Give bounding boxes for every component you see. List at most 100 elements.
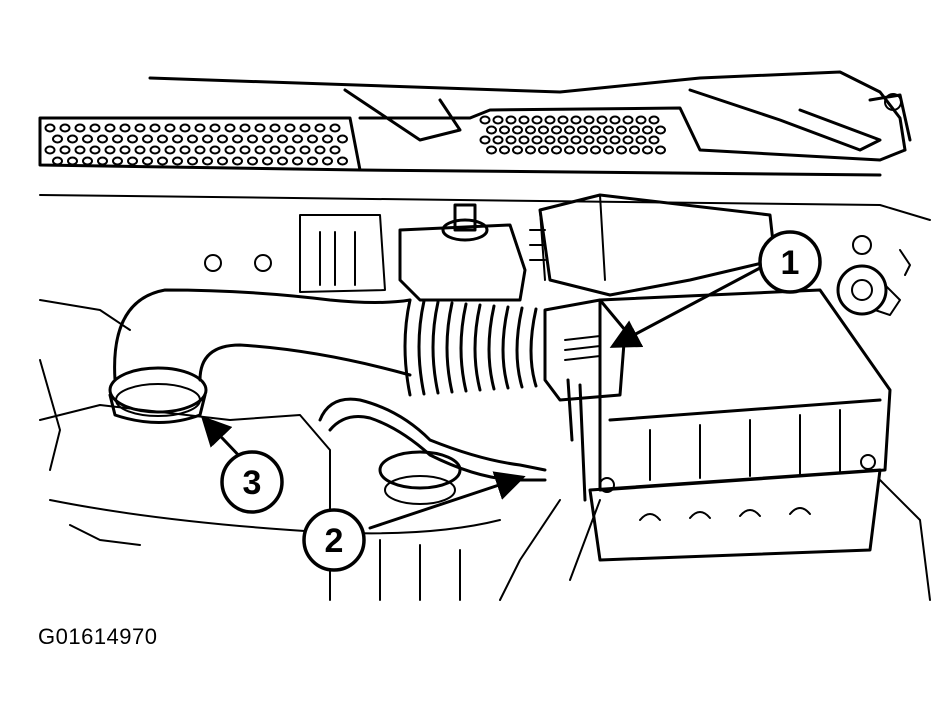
vent-hole <box>622 115 634 125</box>
vent-hole <box>538 125 549 135</box>
bellows-rib <box>403 298 412 397</box>
callout-leaders <box>200 266 762 530</box>
vent-hole <box>232 156 243 166</box>
vent-hole <box>112 134 123 144</box>
vent-hole <box>59 145 71 155</box>
vent-hole <box>89 123 101 133</box>
vent-hole <box>492 135 504 145</box>
vent-hole <box>307 156 318 166</box>
vent-hole <box>284 123 296 133</box>
vent-hole <box>299 123 311 133</box>
bellows-rib <box>487 304 496 391</box>
vent-hole <box>609 115 621 125</box>
vent-hole <box>82 156 93 166</box>
vent-hole <box>172 156 183 166</box>
vent-hole <box>655 125 666 135</box>
vent-hole <box>119 145 131 155</box>
lower-engine-components <box>39 299 931 601</box>
bellows-rib <box>417 299 426 396</box>
vent-hole <box>194 145 206 155</box>
callout-3-label: 3 <box>243 464 262 502</box>
vent-hole <box>224 145 236 155</box>
vent-hole <box>314 145 326 155</box>
vent-hole <box>322 134 333 144</box>
mass-airflow-sensor <box>543 298 627 502</box>
vent-hole <box>217 134 228 144</box>
vent-hole <box>164 123 176 133</box>
vent-hole <box>119 123 131 133</box>
vent-hole <box>486 145 497 155</box>
bellows-rib <box>459 302 468 393</box>
vent-hole <box>525 145 536 155</box>
vent-hole <box>577 125 588 135</box>
vent-hole <box>52 134 63 144</box>
vent-hole <box>67 156 78 166</box>
vent-hole <box>104 145 116 155</box>
vent-hole <box>247 134 258 144</box>
vent-hole <box>551 145 562 155</box>
vent-hole <box>642 125 653 135</box>
vent-hole <box>224 123 236 133</box>
vent-hole <box>329 123 341 133</box>
vent-hole <box>596 135 608 145</box>
vent-hole <box>629 145 640 155</box>
vent-hole <box>149 145 161 155</box>
vent-hole <box>557 115 569 125</box>
vent-hole <box>254 145 266 155</box>
vent-hole <box>635 115 647 125</box>
vent-hole <box>648 115 660 125</box>
bellows-rib <box>473 303 482 392</box>
vent-hole <box>157 156 168 166</box>
brake-fluid-reservoir <box>299 203 527 302</box>
bellows-rib <box>529 307 538 388</box>
vent-hole <box>269 123 281 133</box>
vent-hole <box>655 145 666 155</box>
air-intake-duct <box>108 288 412 424</box>
vent-hole <box>239 145 251 155</box>
vent-hole <box>551 125 562 135</box>
callout-3: 3 <box>220 450 284 514</box>
vent-hole <box>583 135 595 145</box>
vacuum-hose <box>318 397 547 482</box>
vent-hole <box>209 123 221 133</box>
vent-hole <box>187 134 198 144</box>
cowl-panel <box>38 70 931 221</box>
strut-mount <box>836 235 911 316</box>
vent-hole <box>142 156 153 166</box>
cowl-vent-holes-middle <box>479 115 666 155</box>
vent-hole <box>570 135 582 145</box>
vent-hole <box>616 125 627 135</box>
vent-hole <box>603 145 614 155</box>
vent-hole <box>479 115 491 125</box>
vent-hole <box>277 156 288 166</box>
vent-hole <box>299 145 311 155</box>
bellows-rib <box>431 300 440 395</box>
vent-hole <box>262 156 273 166</box>
vent-hole <box>112 156 123 166</box>
vent-hole <box>149 123 161 133</box>
vent-hole <box>44 145 56 155</box>
vent-hole <box>209 145 221 155</box>
vent-hole <box>531 135 543 145</box>
vent-hole <box>337 156 348 166</box>
vent-hole <box>544 115 556 125</box>
vent-hole <box>570 115 582 125</box>
vent-hole <box>616 145 627 155</box>
vent-hole <box>217 156 228 166</box>
vent-hole <box>531 115 543 125</box>
vent-hole <box>329 145 341 155</box>
vent-hole <box>648 135 660 145</box>
vent-hole <box>254 123 266 133</box>
vent-hole <box>544 135 556 145</box>
vent-hole <box>609 135 621 145</box>
vent-hole <box>247 156 258 166</box>
vent-hole <box>635 135 647 145</box>
vent-hole <box>67 134 78 144</box>
callout-2: 2 <box>302 508 366 572</box>
cowl-vent-holes-left <box>44 123 348 166</box>
vent-hole <box>564 125 575 135</box>
vent-hole <box>262 134 273 144</box>
callout-2-label: 2 <box>325 522 344 560</box>
vent-hole <box>52 156 63 166</box>
